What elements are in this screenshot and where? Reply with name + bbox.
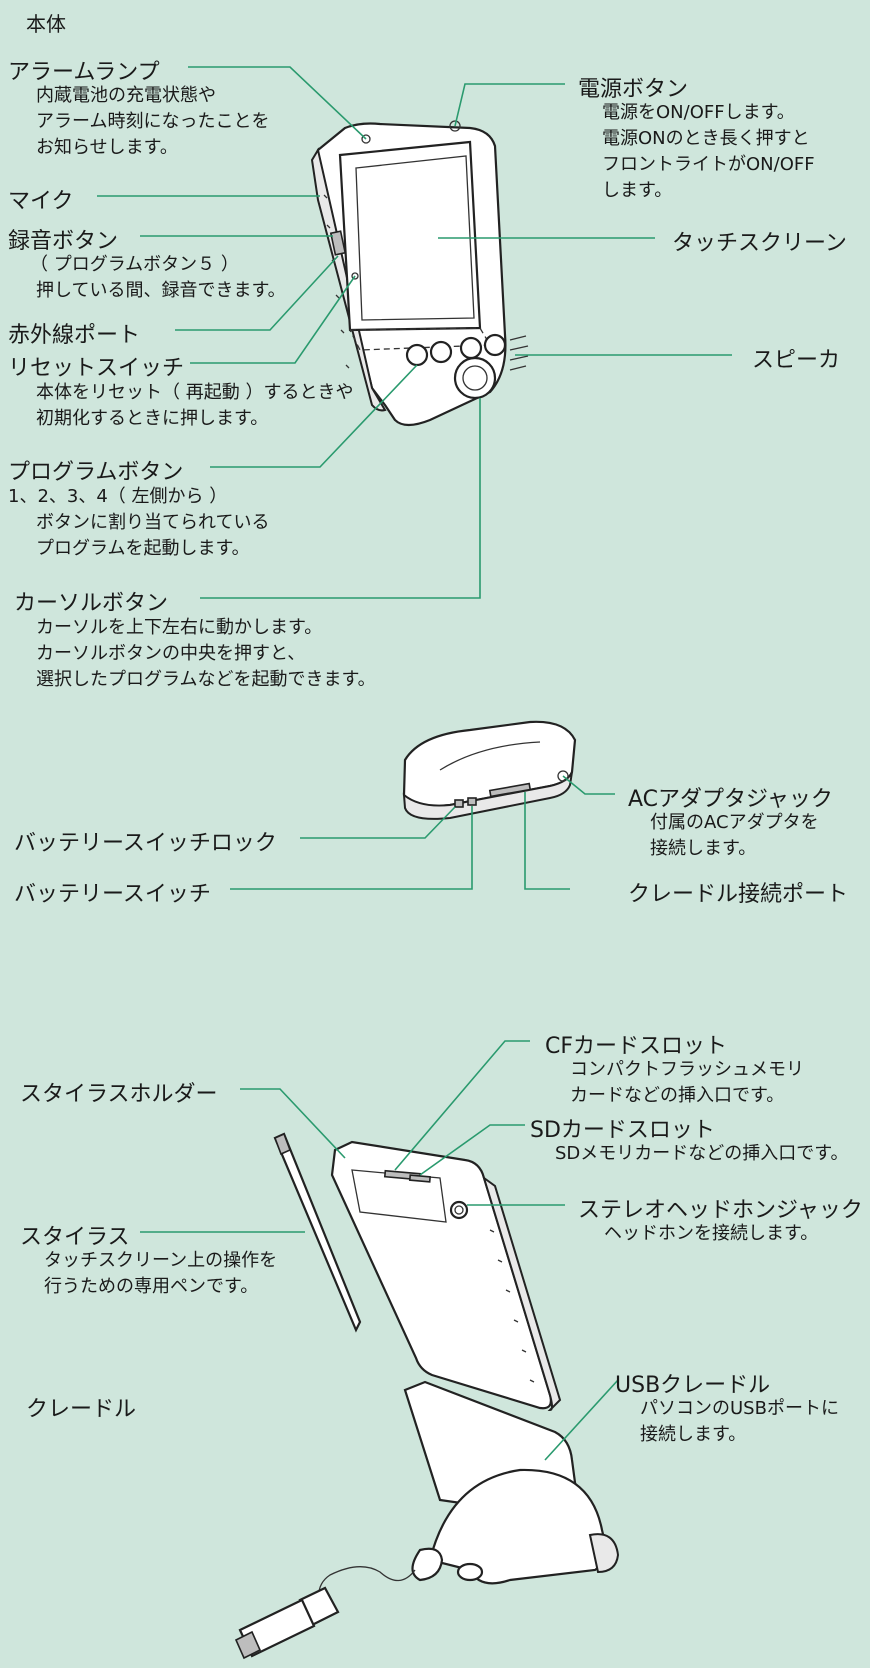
headphone-jack-label: ステレオヘッドホンジャック — [578, 1198, 863, 1223]
device-back-illustration — [273, 1132, 562, 1412]
program-buttons-desc-line: プログラムを起動します。 — [36, 538, 250, 559]
ac-adapter-jack-label: ACアダプタジャック — [628, 787, 833, 812]
cursor-button-desc-line: カーソルボタンの中央を押すと、 — [36, 643, 306, 664]
power-button-desc-line: フロントライトがON/OFF — [602, 154, 815, 175]
stylus-desc-line: 行うための専用ペンです。 — [44, 1276, 259, 1297]
cf-slot-label: CFカードスロット — [545, 1034, 728, 1059]
usb-cradle-label: USBクレードル — [615, 1373, 771, 1398]
stylus-label: スタイラス — [20, 1225, 130, 1250]
program-buttons-label: プログラムボタン — [8, 460, 184, 485]
reset-switch-desc-line: 本体をリセット（ 再起動 ）するときや — [36, 382, 354, 403]
touch-screen-label: タッチスクリーン — [672, 231, 847, 256]
ac-adapter-jack-desc-line: 付属のACアダプタを — [650, 812, 819, 833]
alarm-lamp-desc-line: お知らせします。 — [36, 137, 178, 158]
device-bottom-illustration — [402, 720, 577, 820]
cf-slot-desc-line: コンパクトフラッシュメモリ — [570, 1059, 804, 1080]
program-buttons-desc-line: 1、2、3、4（ 左側から ） — [8, 486, 228, 507]
record-button-label: 録音ボタン — [8, 229, 119, 254]
usb-cradle-desc-line: パソコンのUSBポートに — [640, 1398, 839, 1419]
leader-lines — [97, 66, 732, 1461]
alarm-lamp-desc-line: アラーム時刻になったことを — [36, 111, 270, 132]
headphone-jack-desc-line: ヘッドホンを接続します。 — [604, 1223, 819, 1244]
sd-slot-label: SDカードスロット — [530, 1118, 715, 1143]
power-button-label: 電源ボタン — [578, 77, 689, 102]
alarm-lamp-desc-line: 内蔵電池の充電状態や — [36, 85, 216, 106]
stylus-holder-label: スタイラスホルダー — [20, 1082, 218, 1107]
battery-switch-label: バッテリースイッチ — [14, 882, 211, 907]
battery-switch-lock-label: バッテリースイッチロック — [14, 831, 277, 856]
program-buttons-desc-line: ボタンに割り当てられている — [36, 512, 270, 533]
cursor-button-label: カーソルボタン — [14, 591, 169, 616]
cradle-title: クレードル — [26, 1397, 137, 1422]
cursor-button-desc-line: 選択したプログラムなどを起動できます。 — [36, 669, 376, 690]
sd-slot-desc-line: SDメモリカードなどの挿入口です。 — [555, 1143, 849, 1164]
cradle-illustration — [234, 1380, 620, 1660]
ac-adapter-jack-desc-line: 接続します。 — [650, 838, 757, 859]
usb-cradle-desc-line: 接続します。 — [640, 1424, 747, 1445]
main-unit-title: 本体 — [26, 12, 66, 36]
speaker-label: スピーカ — [752, 348, 841, 373]
ir-port-label: 赤外線ポート — [8, 323, 141, 348]
alarm-lamp-label: アラームランプ — [8, 60, 160, 85]
stylus-desc-line: タッチスクリーン上の操作を — [44, 1250, 278, 1271]
cf-slot-desc-line: カードなどの挿入口です。 — [570, 1085, 785, 1106]
power-button-desc-line: します。 — [602, 180, 673, 201]
power-button-desc-line: 電源をON/OFFします。 — [602, 102, 795, 123]
record-button-desc-line: （ プログラムボタン５ ） — [30, 254, 239, 275]
mic-label: マイク — [8, 189, 74, 214]
cursor-button-desc-line: カーソルを上下左右に動かします。 — [36, 617, 323, 638]
reset-switch-label: リセットスイッチ — [8, 356, 185, 381]
record-button-desc-line: 押している間、録音できます。 — [36, 280, 286, 301]
reset-switch-desc-line: 初期化するときに押します。 — [36, 408, 269, 429]
power-button-desc-line: 電源ONのとき長く押すと — [602, 128, 810, 149]
device-front-illustration — [310, 120, 529, 427]
cradle-port-label: クレードル接続ポート — [628, 882, 849, 907]
